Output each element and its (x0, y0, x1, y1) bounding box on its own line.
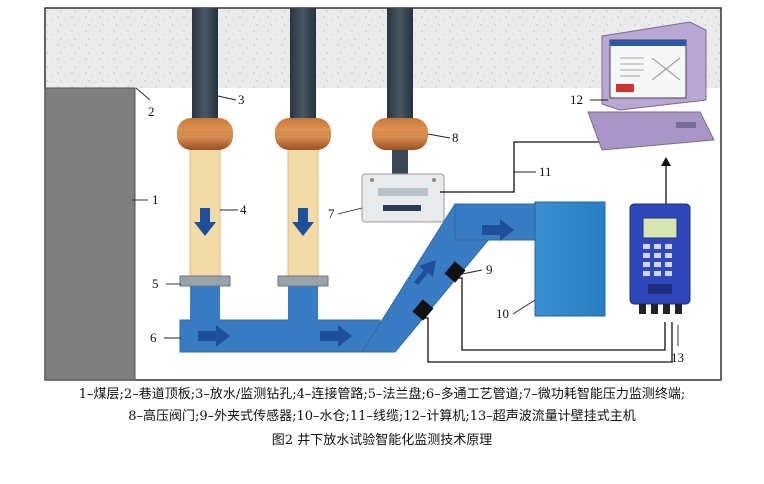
clamp-sensor-upper (444, 261, 466, 283)
legend-line-1: 1–煤层;2–巷道顶板;3–放水/监测钻孔;4–连接管路;5–法兰盘;6–多通工… (78, 387, 686, 402)
flow-arrow-right-1 (198, 325, 230, 347)
pressure-monitoring-terminal (361, 173, 445, 223)
label-11: 11 (539, 164, 552, 179)
flow-arrow-down-1 (194, 208, 216, 236)
monitoring-principle-diagram: 1 2 3 4 5 6 7 8 9 10 11 12 13 (44, 7, 722, 381)
leader-lines (132, 87, 679, 346)
clamp-sensor-lower (412, 299, 434, 321)
water-tank (534, 201, 606, 317)
branch-pipe-1 (190, 286, 220, 322)
label-9: 9 (486, 262, 493, 277)
label-1: 1 (152, 192, 159, 207)
borehole-1 (192, 8, 218, 120)
label-8: 8 (452, 130, 459, 145)
flow-arrow-down-2 (292, 208, 314, 236)
label-12: 12 (570, 92, 583, 107)
flow-arrow-diagonal (414, 260, 436, 285)
terminal-stem (392, 150, 408, 178)
flow-arrow-right-3 (482, 219, 514, 241)
label-2: 2 (148, 104, 155, 119)
signal-cables (423, 141, 673, 363)
flow-arrow-right-2 (320, 325, 352, 347)
label-5: 5 (152, 276, 159, 291)
legend-line-2: 8–高压阀门;9–外夹式传感器;10–水仓;11–线缆;12–计算机;13–超声… (128, 409, 636, 424)
label-3: 3 (238, 92, 245, 107)
figure-caption: 图2 井下放水试验智能化监测技术原理 (271, 433, 493, 448)
label-10: 10 (496, 306, 509, 321)
label-7: 7 (328, 206, 335, 221)
ultrasonic-flowmeter-host (629, 203, 691, 314)
label-6: 6 (150, 330, 157, 345)
branch-pipe-2 (288, 286, 318, 322)
borehole-3 (387, 8, 413, 120)
flange-1 (179, 275, 231, 287)
computer (587, 21, 715, 151)
multiway-process-pipe (179, 203, 536, 353)
label-4: 4 (240, 202, 247, 217)
label-13: 13 (671, 350, 684, 365)
borehole-2 (290, 8, 316, 120)
flange-2 (277, 275, 329, 287)
coal-seam (44, 87, 136, 381)
